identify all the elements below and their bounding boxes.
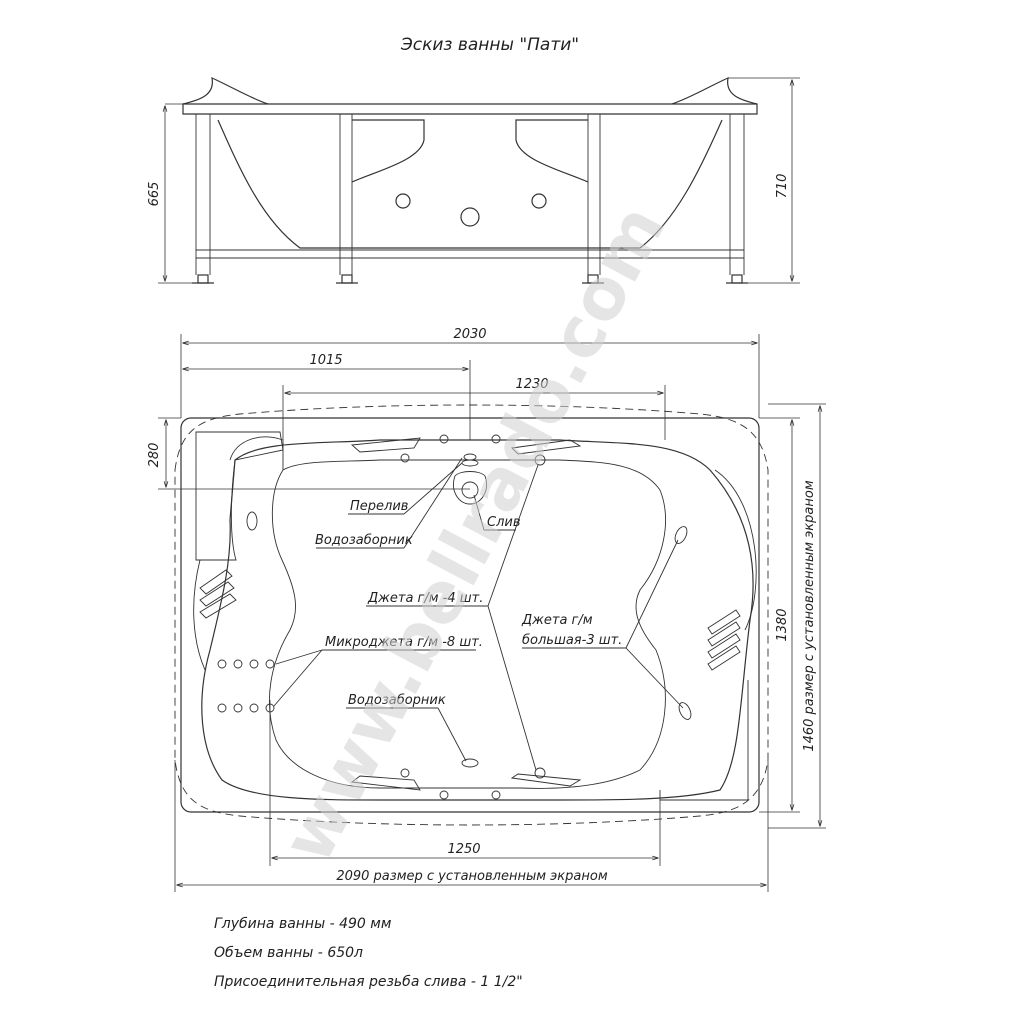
label-jets-big-line2: большая-3 шт. [522,633,622,648]
dim-1230: 1230 [515,377,548,392]
label-overflow: Перелив [350,499,408,514]
dim-280: 280 [147,443,162,468]
label-water-intake-bottom: Водозаборник [348,693,446,708]
dim-1460-screen: 1460 размер с установленным экраном [802,480,817,751]
label-water-intake-top: Водозаборник [315,533,413,548]
drawing-title: Эскиз ванны "Пати" [400,35,579,55]
dim-1380: 1380 [775,608,790,641]
specs-notes: Глубина ванны - 490 мм Объем ванны - 650… [214,916,814,1003]
spec-drain-thread: Присоединительная резьба слива - 1 1/2" [214,974,523,990]
label-jets-4: Джета г/м -4 шт. [367,591,483,606]
dim-1015: 1015 [309,353,342,368]
side-view: 665 710 [147,76,800,284]
label-jets-big-line1: Джета г/м [521,613,593,628]
dim-665: 665 [147,182,162,207]
label-drain: Слив [487,515,521,530]
top-view: 2030 1015 1230 280 1250 2090 размер с ус… [147,327,826,892]
spec-volume: Объем ванны - 650л [214,945,363,961]
dim-2090-screen: 2090 размер с установленным экраном [336,869,607,884]
dim-710: 710 [775,174,790,199]
spec-depth: Глубина ванны - 490 мм [214,916,392,932]
dim-1250: 1250 [447,842,480,857]
dim-2030: 2030 [453,327,486,342]
label-microjets: Микроджета г/м -8 шт. [325,635,483,650]
